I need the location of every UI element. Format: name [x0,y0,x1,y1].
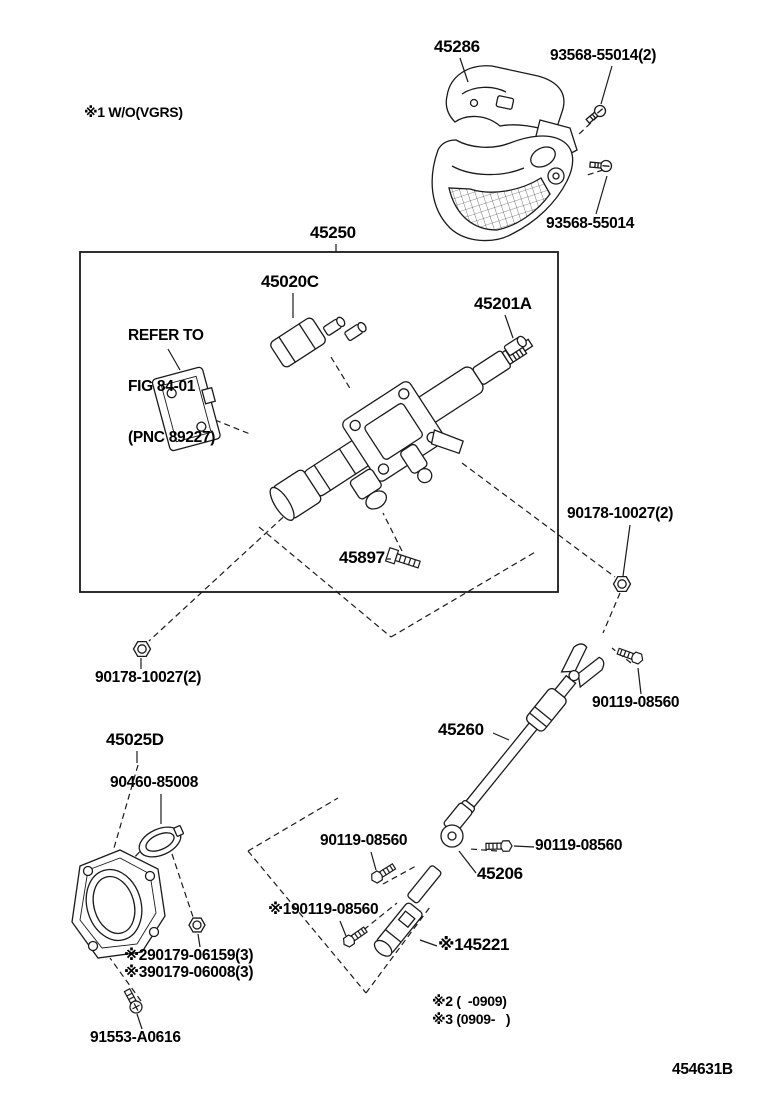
part-label-90460: 90460-85008 [110,774,199,791]
note-variant3: ※3 (0909- ) [432,1011,511,1027]
plate-screw-drawing [123,988,143,1014]
nut-right-drawing [612,575,632,593]
part-label-45897: 45897 [339,548,385,567]
bolt-right-drawing [485,840,513,852]
part-label-90179-06008: ※390179-06008(3) [124,964,254,981]
part-label-45206: 45206 [477,864,523,883]
part-label-45221: ※145221 [438,935,510,954]
cover-screw-bottom-drawing [589,159,613,173]
leader-lines [136,57,642,1030]
assembly-box-45250 [79,251,559,593]
doc-code: 454631B [672,1061,733,1078]
part-label-90178-left: 90178-10027(2) [95,669,202,686]
part-label-93568-55014: 93568-55014 [546,215,635,232]
refer-bracket-drawing [151,366,221,452]
dashed-construction-lines [109,115,632,1002]
part-label-90119-upper: 90119-08560 [592,694,680,711]
steering-column-assembly-drawing [269,338,534,521]
part-label-45201a: 45201A [474,294,532,313]
part-label-45260: 45260 [438,720,484,739]
part-label-90178-right: 90178-10027(2) [567,505,674,522]
intermediate-shaft-drawing [451,643,605,825]
part-label-45025d: 45025D [106,730,164,749]
note-variant2: ※2 ( -0909) [432,993,507,1009]
shaft-cap-drawing [503,335,527,356]
refer-note: REFER TO FIG 84-01 (PNC 89227) [128,293,215,463]
hole-cover-plate-drawing [71,849,166,959]
universal-joint-drawing [407,802,473,904]
variant-nut-drawing [188,917,206,933]
tilt-clamp-drawing [270,316,367,368]
lower-yoke-drawing [373,902,423,957]
part-label-45020c: 45020C [261,272,319,291]
bolt-45897-drawing [384,546,421,569]
part-label-90179-06159: ※290179-06159(3) [124,947,254,964]
cover-screw-top-drawing [585,104,607,125]
seal-ring-drawing [138,825,184,858]
part-label-90119-center: 90119-08560 [320,832,408,849]
bolt-upper-right-drawing [616,647,644,665]
column-cover-drawing [431,65,578,242]
part-label-90119-lower: ※190119-08560 [268,901,379,918]
refer-note-line1: REFER TO [128,327,204,344]
part-label-93568-55014-2: 93568-55014(2) [550,47,657,64]
part-label-91553: 91553-A0616 [90,1029,181,1046]
refer-note-line2: FIG 84-01 [128,378,196,395]
part-label-45250: 45250 [310,223,356,242]
note-vgrs: ※1 W/O(VGRS) [84,104,183,120]
refer-note-line3: (PNC 89227) [128,429,216,446]
bolt-lower-drawing [342,926,368,948]
bolt-center-drawing [371,863,397,884]
nut-left-drawing [132,640,152,658]
part-label-90119-right: 90119-08560 [535,837,623,854]
part-label-45286: 45286 [434,37,480,56]
